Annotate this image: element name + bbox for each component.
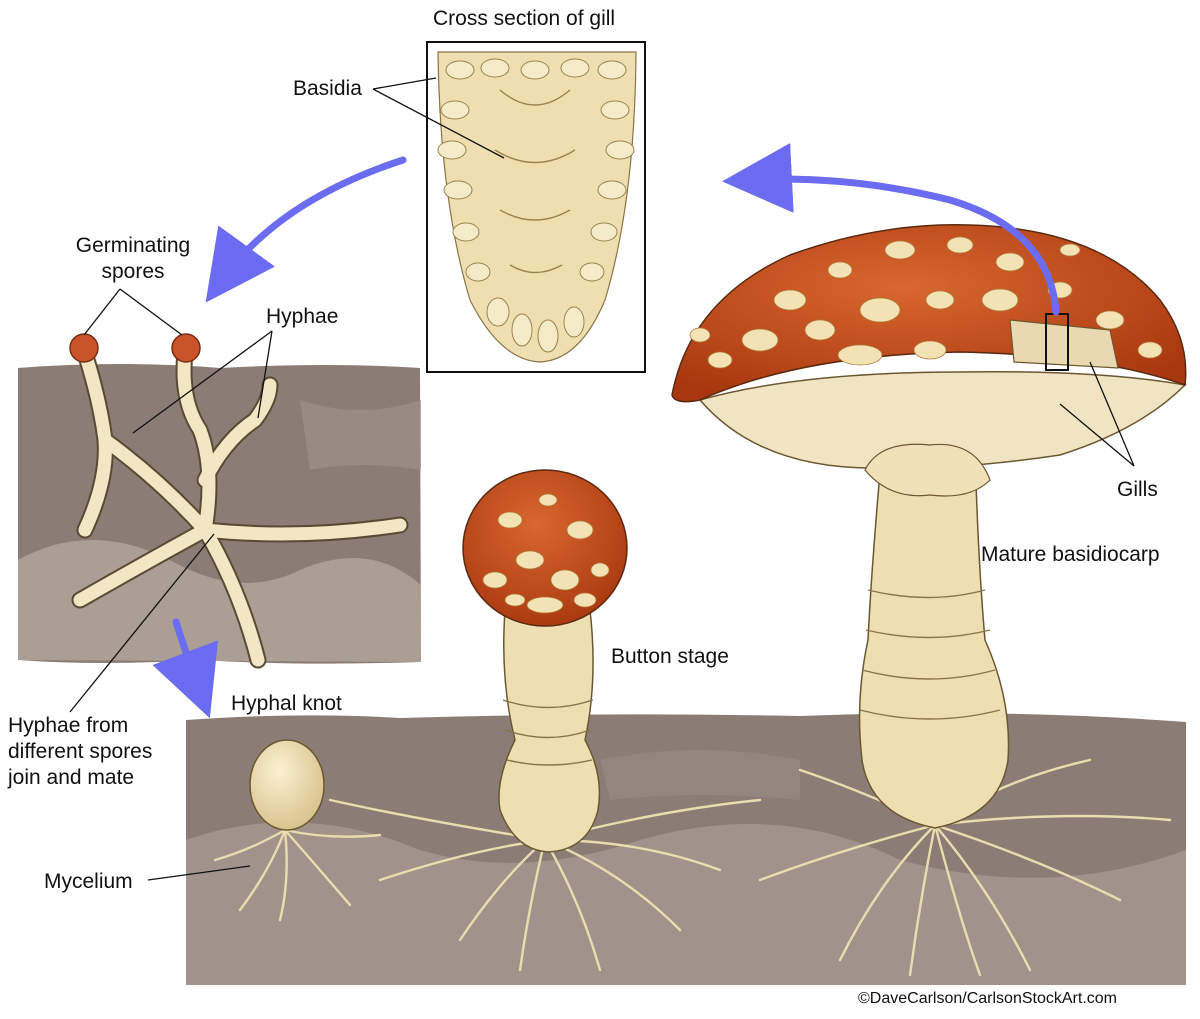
cross-section-label: Cross section of gill bbox=[433, 7, 616, 30]
spore-left bbox=[69, 333, 99, 363]
arrow-mature-to-gill bbox=[722, 142, 1060, 316]
germinating-line-2: spores bbox=[101, 260, 165, 283]
mature-basidiocarp bbox=[671, 224, 1187, 829]
germination-soil-panel bbox=[18, 364, 421, 664]
hyphae-network bbox=[71, 341, 409, 669]
mate-line-2: different spores bbox=[8, 740, 153, 763]
life-cycle-arrows bbox=[152, 142, 1060, 719]
germinating-spores-label: Germinating spores bbox=[58, 233, 208, 285]
gill-cross-section-box bbox=[426, 41, 646, 373]
arrow-gill-to-spores bbox=[205, 156, 407, 303]
button-stage-mushroom bbox=[462, 469, 628, 853]
leader-lines bbox=[69, 77, 1135, 881]
hyphal-knot-label: Hyphal knot bbox=[231, 692, 342, 715]
germinating-line-1: Germinating bbox=[75, 234, 191, 257]
gills-label: Gills bbox=[1117, 478, 1158, 501]
ground-soil-band bbox=[186, 713, 1186, 985]
mycelium-label: Mycelium bbox=[44, 870, 133, 893]
spore-right bbox=[171, 333, 201, 363]
copyright-credit: ©DaveCarlson/CarlsonStockArt.com bbox=[858, 990, 1117, 1007]
hyphae-mate-label: Hyphae from different spores join and ma… bbox=[8, 713, 152, 791]
button-stage-label: Button stage bbox=[611, 645, 729, 668]
basidia-label: Basidia bbox=[293, 77, 362, 100]
arrow-hyphae-to-knot bbox=[152, 618, 219, 719]
mate-line-3: join and mate bbox=[8, 766, 135, 789]
mate-line-1: Hyphae from bbox=[8, 714, 129, 737]
hyphal-knot bbox=[249, 739, 325, 831]
mature-basidiocarp-label: Mature basidiocarp bbox=[981, 543, 1160, 566]
hyphae-label: Hyphae bbox=[266, 305, 339, 328]
